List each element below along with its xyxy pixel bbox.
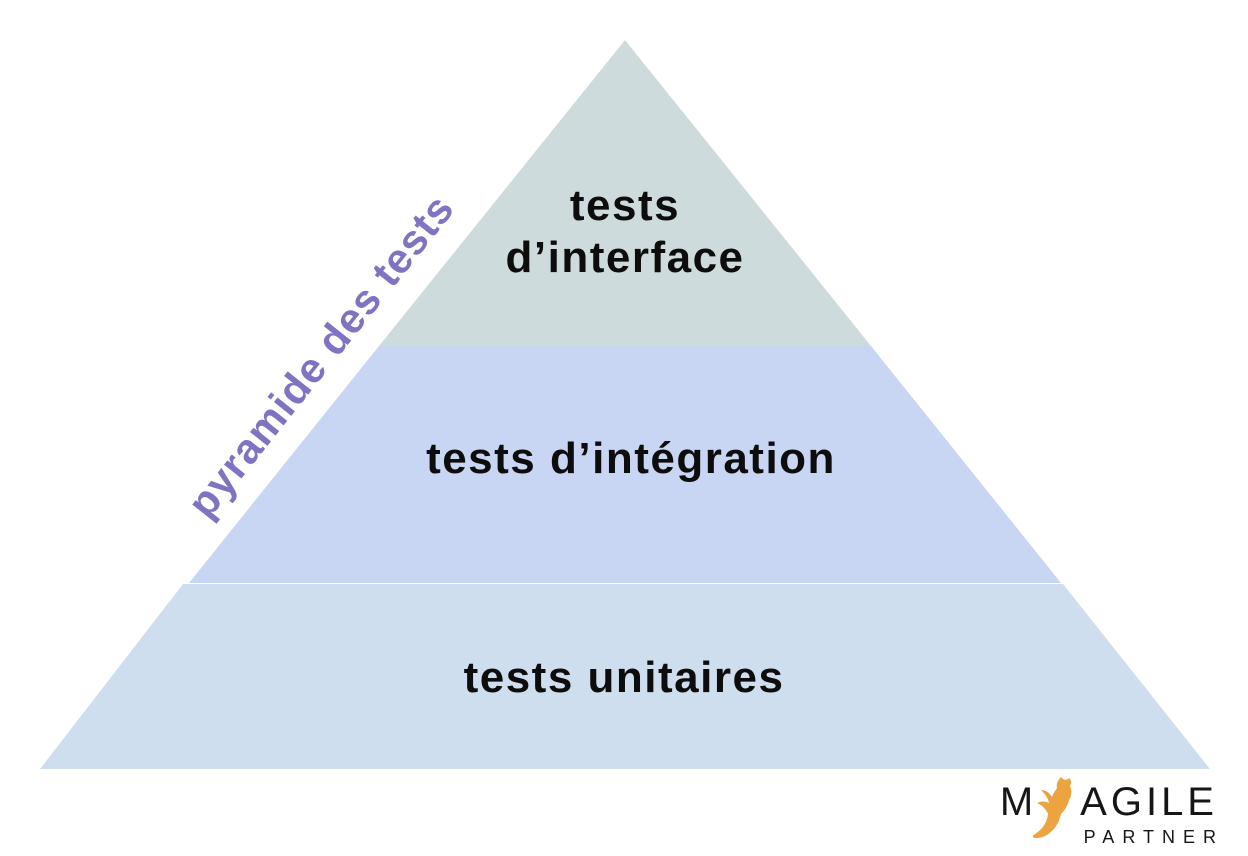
label-tests-unitaires: tests unitaires xyxy=(463,653,785,702)
logo-letter-m: M xyxy=(999,780,1038,824)
pyramid-layer-unitaires xyxy=(40,584,1210,769)
pyramid-layer-integration xyxy=(189,346,1061,583)
my-agile-partner-logo: M AGILE PARTNER xyxy=(1000,776,1218,848)
logo-word-agile: AGILE xyxy=(1080,780,1218,824)
label-tests-interface: tests d’interface xyxy=(505,180,744,284)
label-tests-integration: tests d’intégration xyxy=(426,434,836,483)
logo-main-line: M AGILE xyxy=(999,776,1218,839)
pyramid-layer-interface xyxy=(379,40,871,346)
label-tests-interface-line2: d’interface xyxy=(505,233,745,282)
bird-icon xyxy=(1032,777,1072,839)
label-tests-interface-line1: tests xyxy=(569,181,681,230)
bird-shape xyxy=(1032,777,1072,839)
logo-word-partner: PARTNER xyxy=(1083,827,1224,847)
